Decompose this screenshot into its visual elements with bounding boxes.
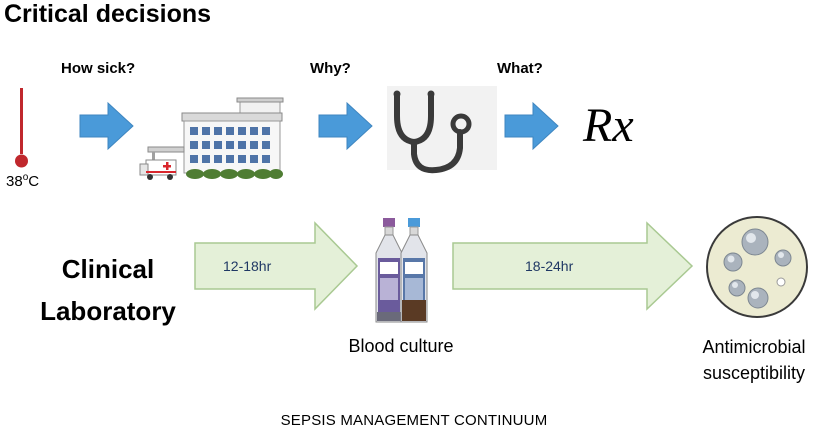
duration-arrow-second <box>452 221 694 311</box>
temperature-label: 38oC <box>6 172 39 190</box>
antimicrobial-line2: susceptibility <box>702 363 806 383</box>
temperature-unit: C <box>28 173 40 190</box>
temperature-value: 38 <box>6 173 23 190</box>
clinical-line2: Laboratory <box>40 296 176 326</box>
temperature-degree: o <box>22 172 29 183</box>
question-what: What? <box>497 60 543 77</box>
petri-dish-icon <box>706 216 808 318</box>
antimicrobial-caption: Antimicrobial susceptibility <box>682 334 826 386</box>
arrow-right-icon <box>504 101 559 151</box>
arrow-right-icon <box>318 101 373 151</box>
footer-title: SEPSIS MANAGEMENT CONTINUUM <box>280 412 548 429</box>
rx-label: Rx <box>583 99 634 152</box>
duration-label-first: 12-18hr <box>223 258 272 274</box>
antimicrobial-line1: Antimicrobial <box>702 337 806 357</box>
blood-culture-caption: Blood culture <box>348 336 454 356</box>
page-title: Critical decisions <box>4 0 212 28</box>
clinical-line1: Clinical <box>61 254 155 284</box>
arrow-right-icon <box>79 101 134 151</box>
hospital-icon <box>147 97 284 179</box>
question-how-sick: How sick? <box>61 60 136 77</box>
thermometer-icon <box>15 88 28 168</box>
blood-culture-bottles-icon <box>375 218 428 323</box>
duration-label-second: 18-24hr <box>525 258 574 274</box>
stethoscope-icon <box>387 86 497 174</box>
duration-arrow-first <box>194 221 359 311</box>
clinical-laboratory-label: Clinical Laboratory <box>28 248 188 332</box>
question-why: Why? <box>310 60 351 77</box>
ambulance-icon <box>139 159 177 180</box>
